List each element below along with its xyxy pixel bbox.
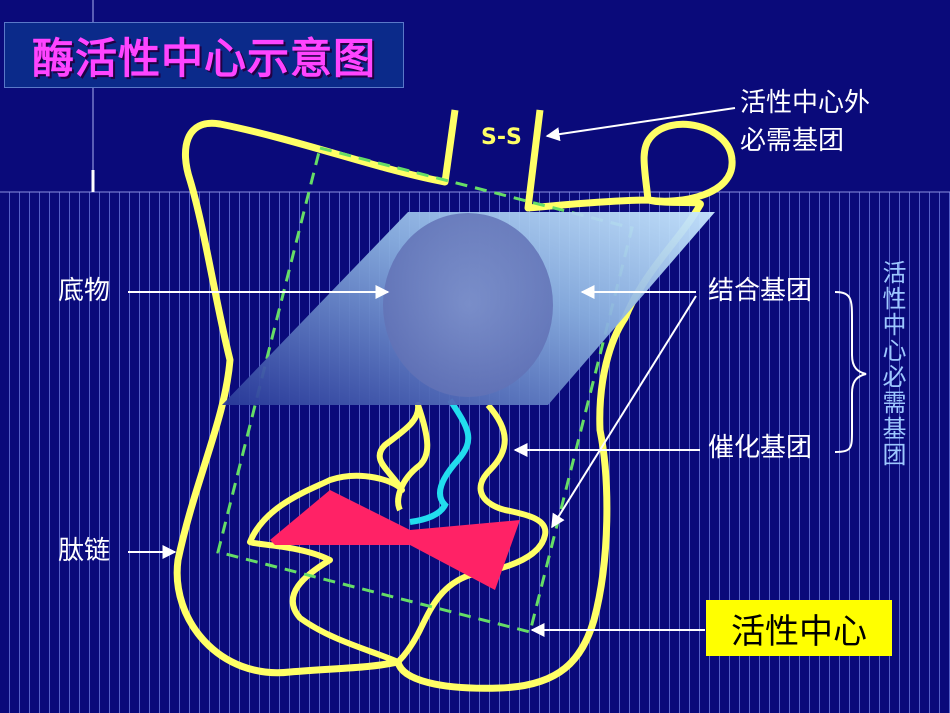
catalytic-group-label: 催化基团 [708, 433, 813, 463]
title-box: 酶活性中心示意图 [4, 22, 404, 88]
substrate-ball [383, 213, 553, 397]
page-title: 酶活性中心示意图 [31, 33, 376, 83]
outside-group-label-line1: 活性中心外 [740, 88, 871, 118]
right-loop [395, 403, 549, 665]
peptide-chain-outline [173, 109, 736, 692]
substrate-label: 底物 [58, 276, 111, 306]
essential-group-brace [834, 291, 867, 453]
active-center-box: 活性中心 [706, 600, 892, 656]
arrow-outside-group [545, 107, 736, 142]
catalytic-wire [409, 398, 472, 525]
substrate-bowtie [270, 490, 520, 590]
lower-loops [247, 402, 431, 665]
peptide-chain-label: 肽链 [58, 536, 111, 566]
binding-group-label: 结合基团 [708, 276, 813, 306]
essential-group-vertical-label: 活性中心必需基团 [878, 260, 906, 468]
active-center-label: 活性中心 [731, 611, 867, 652]
outside-group-label-line2: 必需基团 [740, 126, 845, 156]
arrow-binding-2 [551, 295, 697, 529]
disulfide-label: S-S [481, 125, 522, 150]
